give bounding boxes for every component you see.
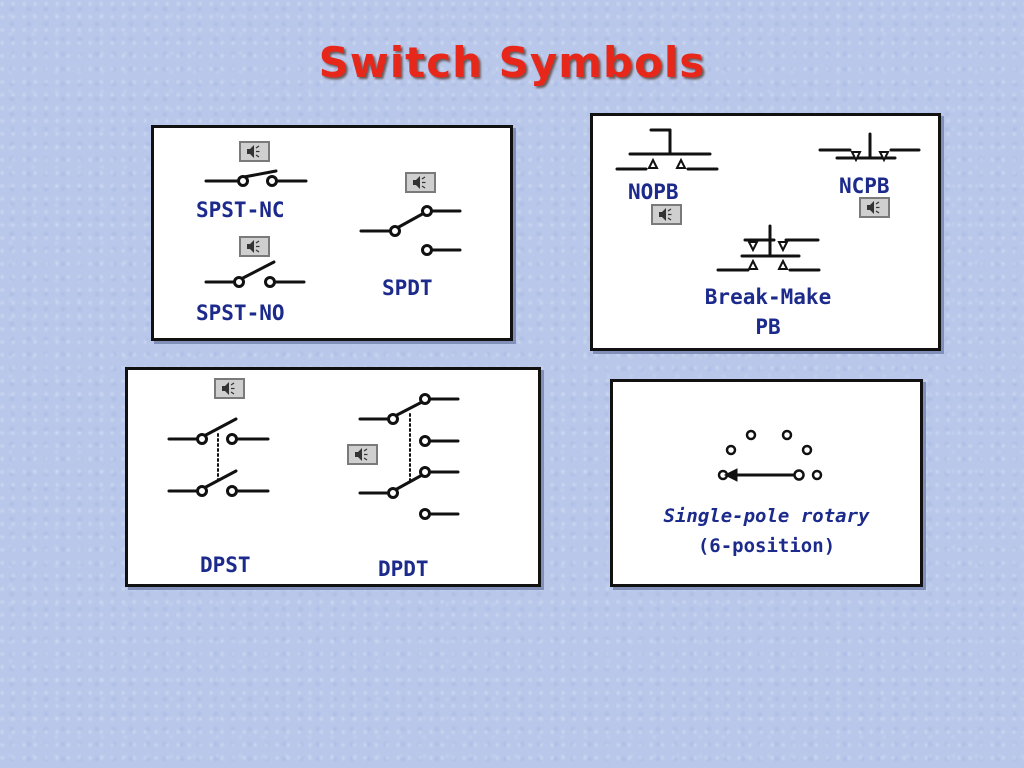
break-make-pb-symbol: [716, 224, 821, 272]
spst-nc-symbol: [204, 169, 308, 187]
spst-spdt-panel: SPST-NC SPST-NO SPDT: [151, 125, 513, 341]
dpdt-speaker-icon[interactable]: [347, 444, 378, 465]
dpdt-label: DPDT: [378, 557, 429, 581]
dpst-symbol: [167, 417, 270, 497]
double-pole-panel: DPST DPDT: [125, 367, 541, 587]
spdt-symbol: [359, 205, 462, 256]
rotary-label-line1: Single-pole rotary: [663, 505, 870, 527]
rotary-switch-symbol: [717, 429, 823, 482]
spst-no-symbol: [204, 260, 306, 288]
nopb-label: NOPB: [628, 180, 679, 204]
pushbutton-panel: NOPB NCPB Break-Make PB: [590, 113, 941, 351]
dpst-label: DPST: [200, 553, 251, 577]
spst-no-speaker-icon[interactable]: [239, 236, 270, 257]
rotary-label-line2: (6-position): [697, 535, 836, 557]
dpdt-symbol: [358, 393, 460, 520]
dpst-speaker-icon[interactable]: [214, 378, 245, 399]
rotary-panel: Single-pole rotary (6-position): [610, 379, 923, 587]
page-title: Switch Symbols: [318, 38, 706, 87]
spdt-label: SPDT: [382, 276, 433, 300]
spst-no-label: SPST-NO: [196, 301, 285, 325]
spst-nc-label: SPST-NC: [196, 198, 285, 222]
pushbutton-symbols: [615, 128, 921, 272]
spst-spdt-symbols: [204, 169, 462, 288]
double-pole-symbols: [167, 393, 460, 520]
spst-nc-speaker-icon[interactable]: [239, 141, 270, 162]
ncpb-label: NCPB: [839, 174, 890, 198]
nopb-symbol: [615, 128, 719, 171]
ncpb-speaker-icon[interactable]: [859, 197, 890, 218]
spdt-speaker-icon[interactable]: [405, 172, 436, 193]
break-make-label-line2: PB: [755, 315, 781, 339]
nopb-speaker-icon[interactable]: [651, 204, 682, 225]
ncpb-symbol: [818, 132, 921, 163]
break-make-label-line1: Break-Make: [704, 285, 832, 309]
